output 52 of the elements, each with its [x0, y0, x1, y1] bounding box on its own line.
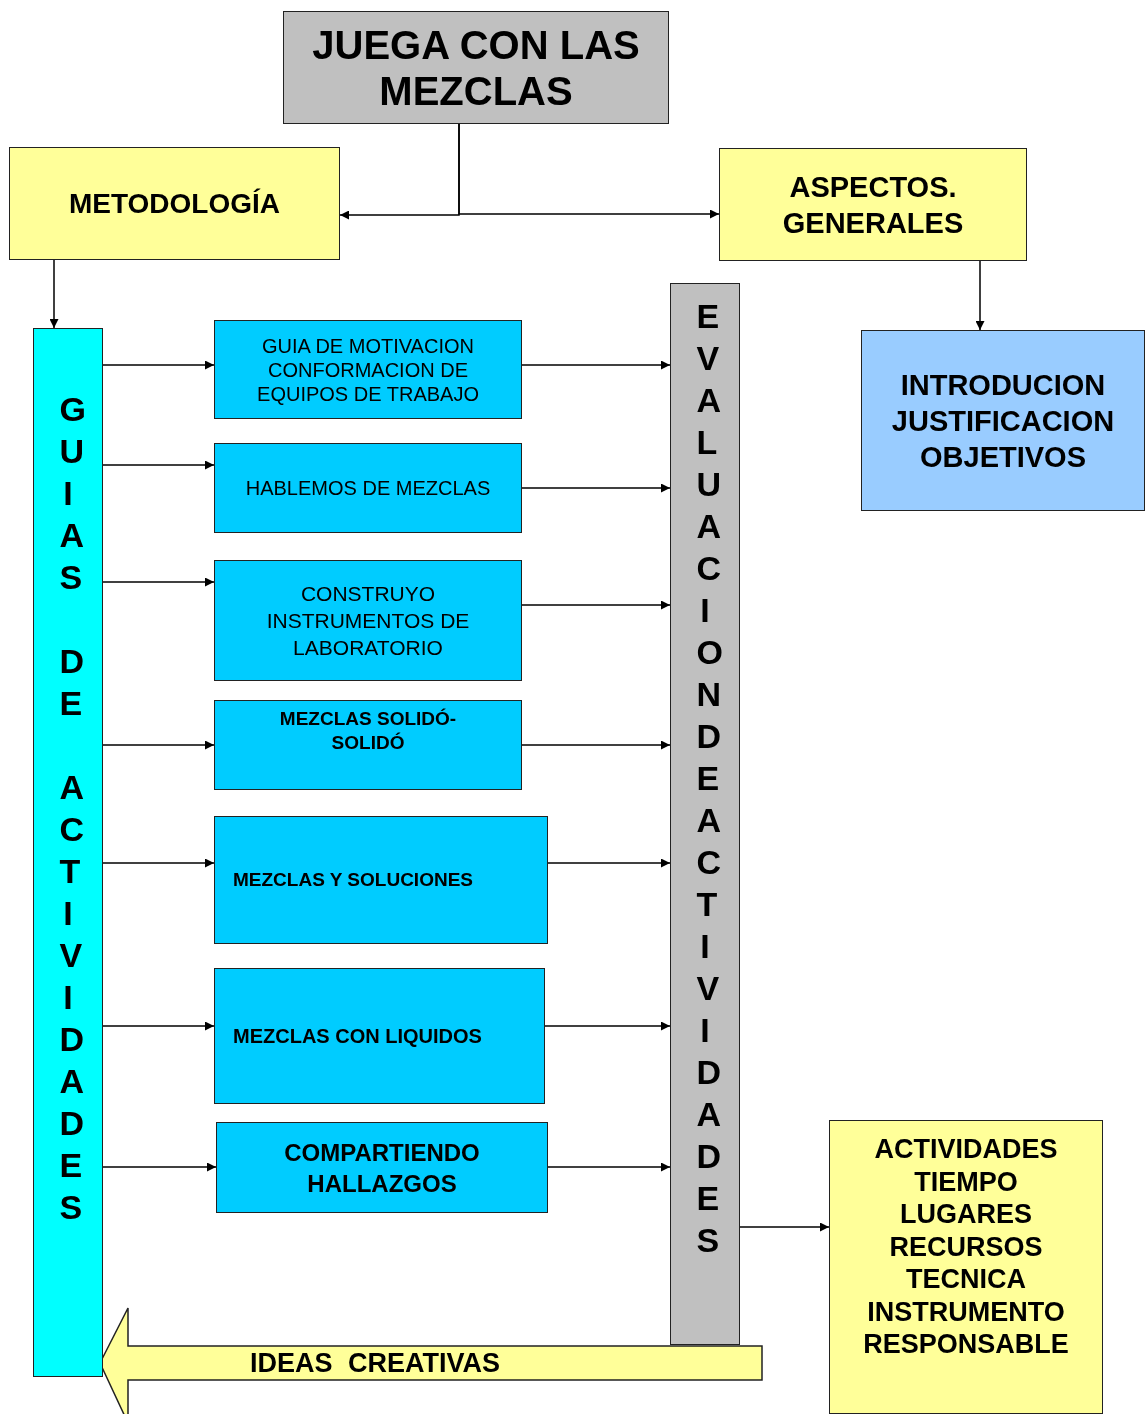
title-box	[283, 11, 669, 124]
process-box	[861, 330, 1145, 511]
box-text: MEZCLAS SOLIDÓ-SOLIDÓ	[278, 707, 458, 755]
vertical-band	[670, 283, 740, 1345]
activity-box	[214, 560, 522, 681]
arrow	[49, 259, 59, 329]
arrow	[521, 600, 671, 610]
box-text: HABLEMOS DE MEZCLAS	[245, 476, 491, 500]
box-text: TECNICA	[906, 1263, 1026, 1296]
activity-box	[214, 443, 522, 533]
activity-box	[216, 1122, 548, 1213]
arrow	[521, 483, 671, 493]
box-text: METODOLOGÍA	[68, 186, 280, 221]
vertical-band	[33, 328, 103, 1377]
box-text: LUGARES	[900, 1198, 1032, 1231]
box-text: COMPARTIENDO HALLAZGOS	[283, 1137, 481, 1199]
box-text: INSTRUMENTO	[867, 1295, 1065, 1328]
vertical-label: EVALUACION DE ACTIVIDADES	[696, 296, 731, 1261]
box-text: ASPECTOS. GENERALES	[781, 169, 965, 241]
arrow	[547, 858, 671, 868]
box-text: GUIA DE MOTIVACION CONFORMACION DE EQUIPOS DE TRABAJO	[256, 333, 480, 406]
arrow	[102, 858, 215, 868]
activity-box	[214, 968, 545, 1104]
activity-box	[214, 320, 522, 419]
box-text: ACTIVIDADES	[874, 1133, 1058, 1166]
process-box	[829, 1120, 1103, 1414]
vertical-label: GUIAS DE ACTIVIDADES	[59, 389, 94, 1228]
box-text: MEZCLAS CON LIQUIDOS	[233, 1024, 482, 1048]
arrow	[102, 360, 215, 370]
box-text: CONSTRUYO INSTRUMENTOS DE LABORATORIO	[265, 581, 471, 661]
arrow	[544, 1021, 671, 1031]
box-text: RECURSOS	[889, 1230, 1043, 1263]
box-text: RESPONSABLE	[863, 1328, 1069, 1361]
box-text: TIEMPO	[914, 1165, 1018, 1198]
arrow	[102, 740, 215, 750]
process-box	[9, 147, 340, 260]
box-text: MEZCLAS Y SOLUCIONES	[233, 868, 473, 892]
arrow	[102, 1021, 215, 1031]
arrow	[102, 460, 215, 470]
arrow	[739, 1222, 830, 1232]
arrow	[521, 360, 671, 370]
arrow	[975, 260, 985, 331]
arrow	[521, 740, 671, 750]
arrow	[102, 577, 215, 587]
box-text: INTRODUCION JUSTIFICACION OBJETIVOS	[890, 367, 1116, 475]
process-box	[719, 148, 1027, 261]
activity-box	[214, 816, 548, 944]
title-text: JUEGA CON LAS MEZCLAS	[311, 21, 641, 114]
activity-box	[214, 700, 522, 790]
arrow	[458, 123, 720, 219]
arrow	[547, 1162, 671, 1172]
arrow	[102, 1162, 217, 1172]
